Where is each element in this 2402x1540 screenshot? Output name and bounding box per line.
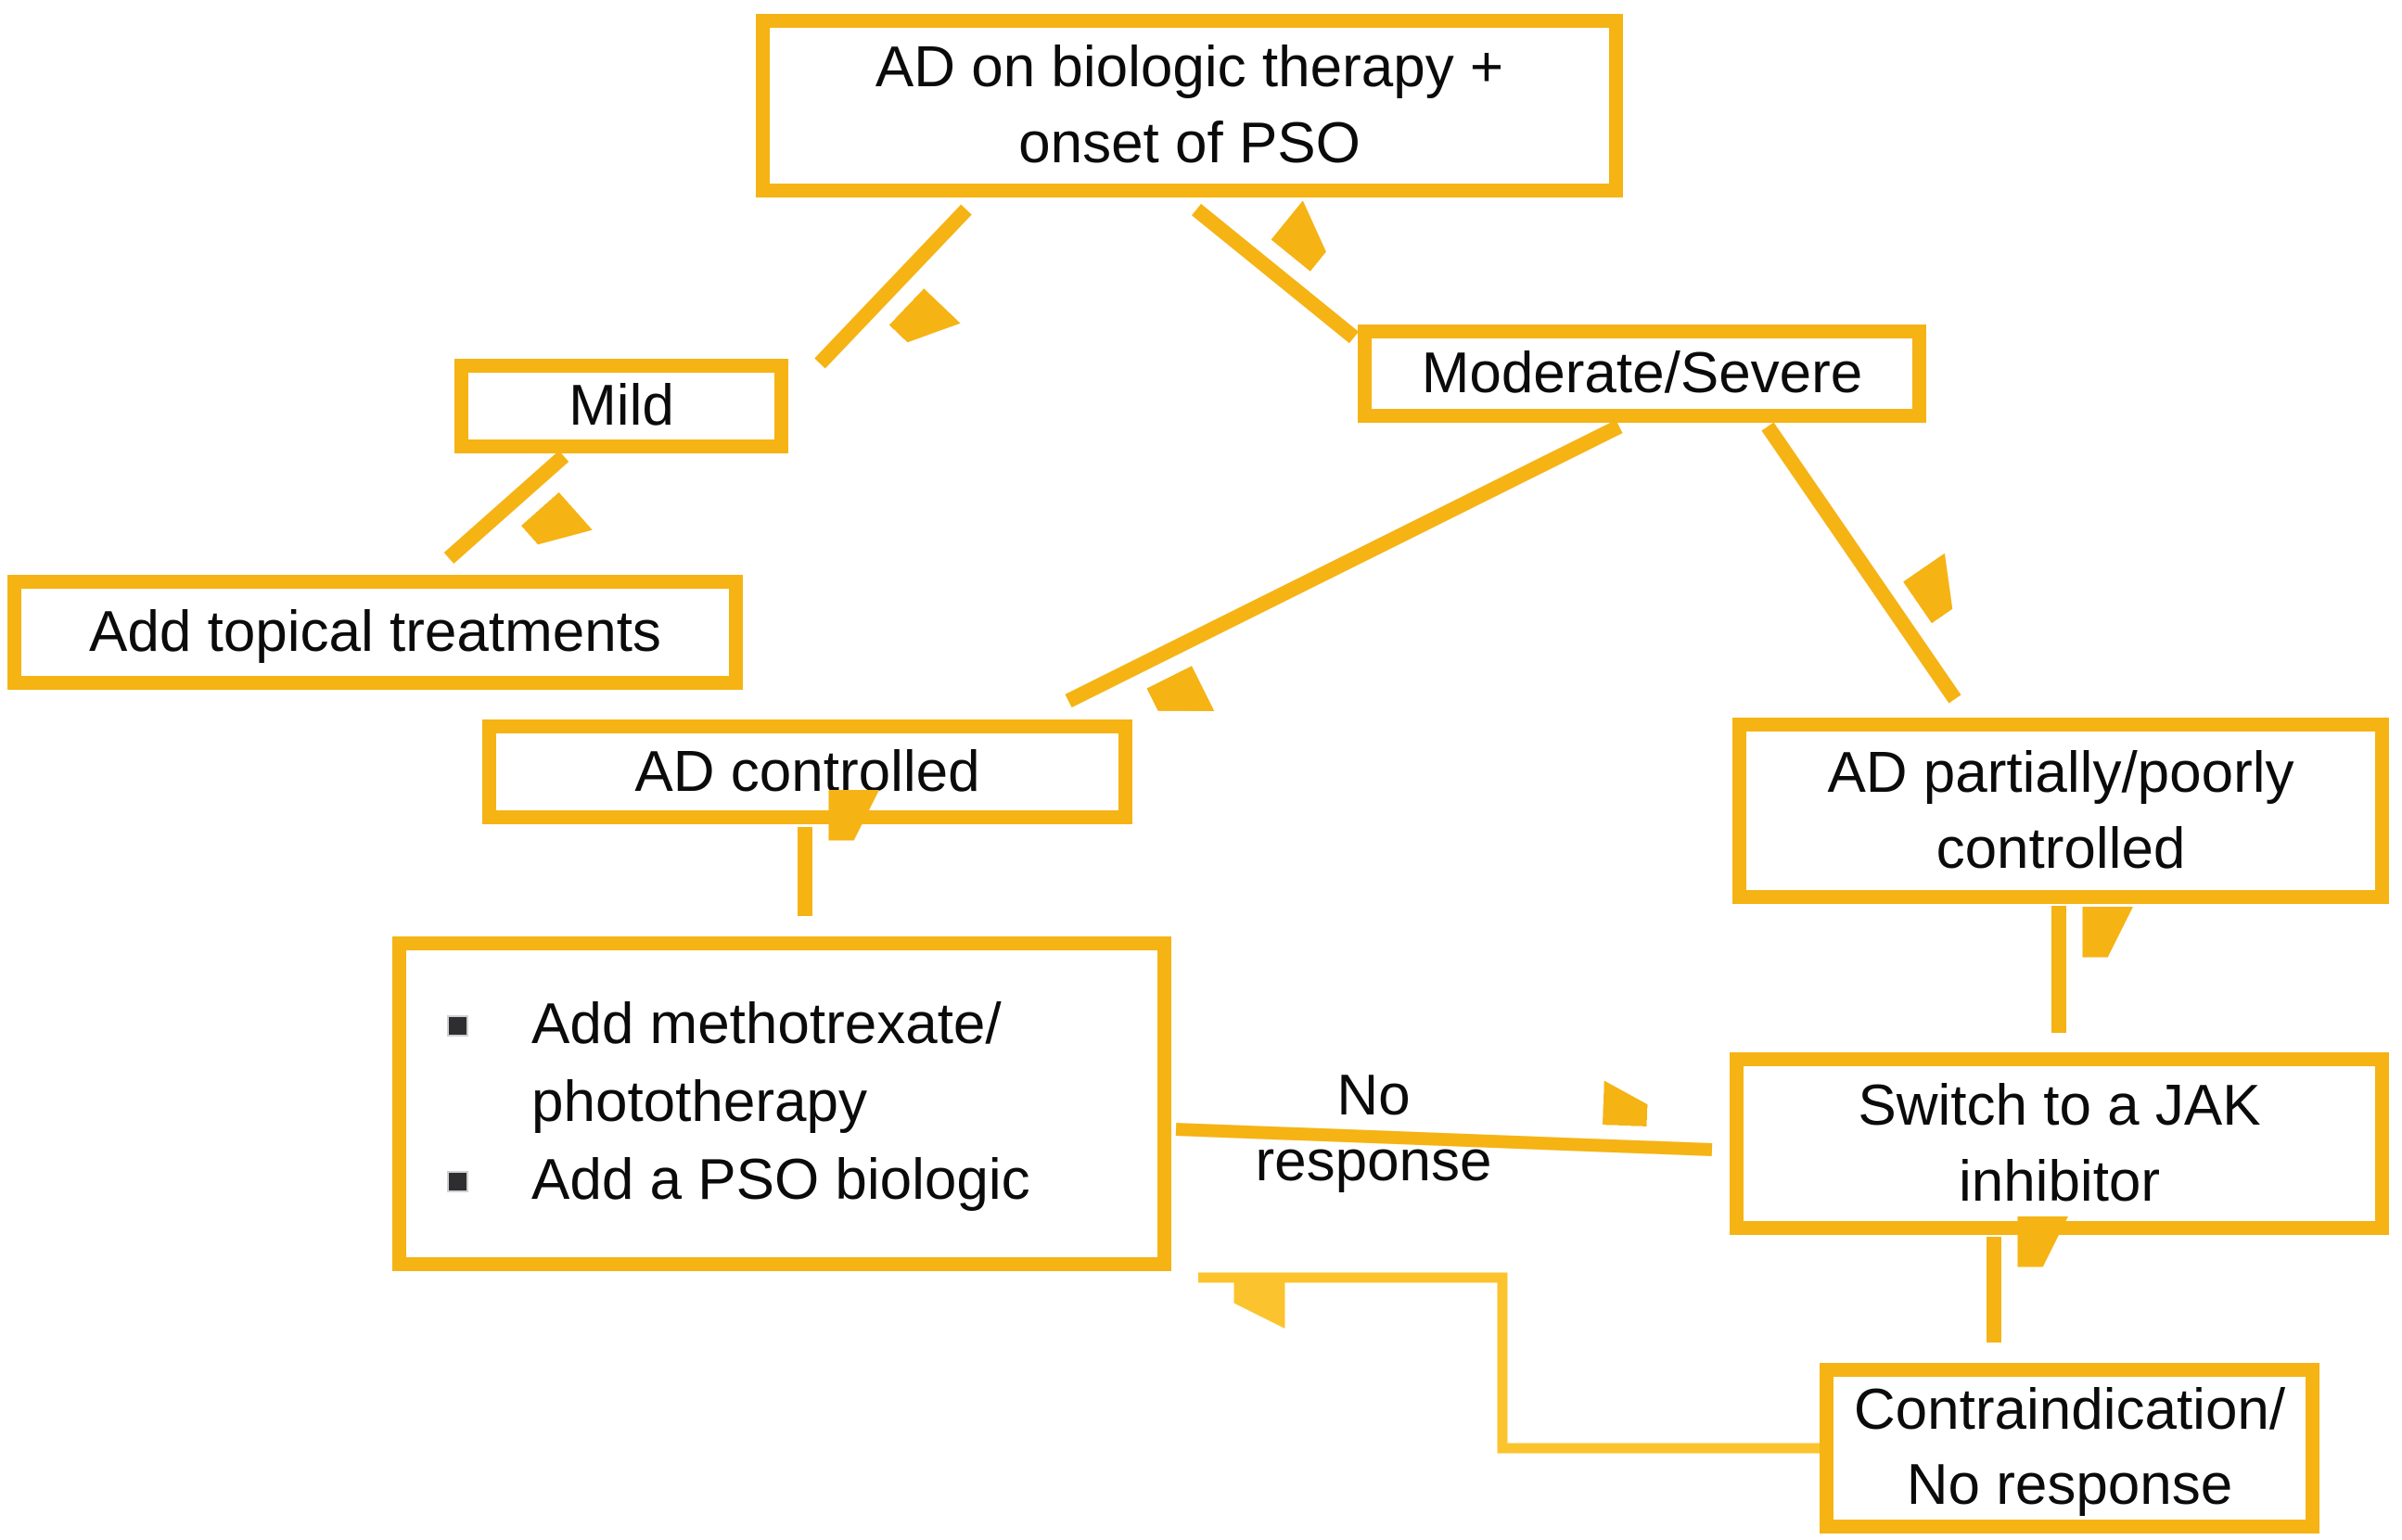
bullet-item: Add methotrexate/ phototherapy <box>438 986 1130 1141</box>
node-root: AD on biologic therapy + onset of PSO <box>756 14 1623 197</box>
node-ad-controlled-label: AD controlled <box>634 739 980 804</box>
arrow-root-to-moderate-severe <box>1191 210 1360 344</box>
arrow-contraindication-back-to-treatment-options <box>1198 1272 1820 1454</box>
bullet-square-icon <box>449 1173 466 1190</box>
node-ad-partially-poorly-controlled: AD partially/poorly controlled <box>1732 718 2389 904</box>
node-switch-to-jak-inhibitor: Switch to a JAK inhibitor <box>1730 1052 2389 1235</box>
arrow-mild-to-add-topical <box>443 451 564 564</box>
node-contraindication-no-response: Contraindication/ No response <box>1820 1363 2319 1534</box>
node-moderate-severe-label: Moderate/Severe <box>1421 341 1863 406</box>
bullet-square-icon <box>449 1017 466 1035</box>
bullet-item-text: Add methotrexate/ phototherapy <box>531 992 1002 1134</box>
arrow-root-to-mild <box>814 204 972 369</box>
node-mild-label: Mild <box>569 374 674 439</box>
node-add-topical-treatments: Add topical treatments <box>7 575 743 690</box>
arrow-moderate-severe-to-ad-controlled <box>1065 419 1623 701</box>
node-add-topical-treatments-label: Add topical treatments <box>89 600 661 665</box>
node-treatment-options: Add methotrexate/ phototherapy Add a PSO… <box>392 936 1171 1271</box>
edge-label-no-response: No response <box>1255 1063 1492 1193</box>
node-ad-controlled: AD controlled <box>482 719 1132 824</box>
bullet-item-text: Add a PSO biologic <box>531 1148 1030 1212</box>
arrow-moderate-severe-to-ad-partially <box>1761 422 1955 704</box>
node-moderate-severe: Moderate/Severe <box>1358 325 1926 423</box>
node-mild: Mild <box>454 359 788 453</box>
node-contraindication-no-response-label: Contraindication/ No response <box>1853 1378 2286 1517</box>
node-ad-partially-poorly-controlled-label: AD partially/poorly controlled <box>1827 740 2294 881</box>
node-switch-to-jak-inhibitor-label: Switch to a JAK inhibitor <box>1858 1073 2261 1214</box>
node-root-label: AD on biologic therapy + onset of PSO <box>875 35 1504 175</box>
bullet-item: Add a PSO biologic <box>438 1141 1130 1219</box>
